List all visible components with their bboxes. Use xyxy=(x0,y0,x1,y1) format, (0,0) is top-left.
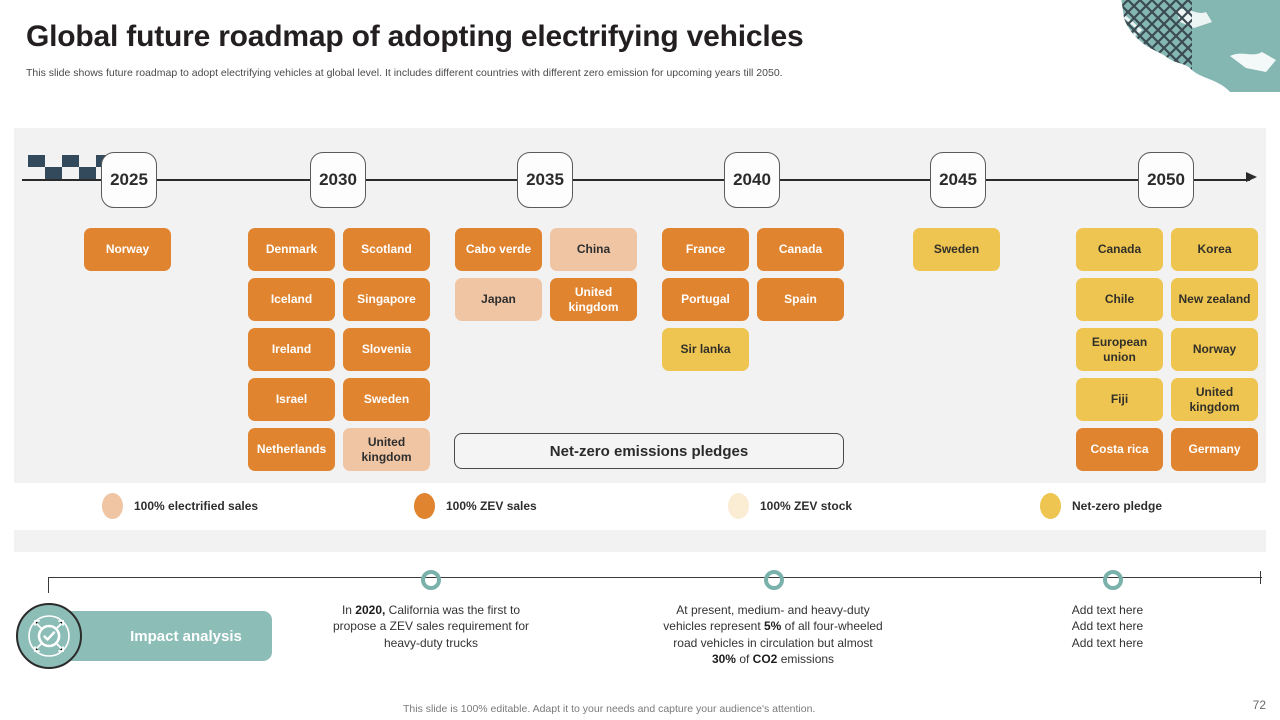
country-chip[interactable]: Denmark xyxy=(248,228,335,271)
panel-bottom-strip xyxy=(14,530,1266,552)
flag-cell xyxy=(45,167,62,179)
country-chip[interactable]: Slovenia xyxy=(343,328,430,371)
chip-column-2045: Sweden xyxy=(913,228,1000,278)
chip-row: Sweden xyxy=(913,228,1000,271)
legend-swatch xyxy=(414,493,435,519)
country-chip[interactable]: United kingdom xyxy=(550,278,637,321)
country-chip[interactable]: Israel xyxy=(248,378,335,421)
legend-swatch xyxy=(102,493,123,519)
impact-marker-circle xyxy=(1103,570,1123,590)
legend-item: 100% electrified sales xyxy=(102,493,258,519)
country-chip[interactable]: France xyxy=(662,228,749,271)
timeline-year-2050[interactable]: 2050 xyxy=(1138,152,1194,208)
timeline-year-2025[interactable]: 2025 xyxy=(101,152,157,208)
country-chip[interactable]: Netherlands xyxy=(248,428,335,471)
timeline-year-2045[interactable]: 2045 xyxy=(930,152,986,208)
country-chip[interactable]: Korea xyxy=(1171,228,1258,271)
country-chip[interactable]: Sir lanka xyxy=(662,328,749,371)
timeline-year-2030[interactable]: 2030 xyxy=(310,152,366,208)
country-chip[interactable]: Sweden xyxy=(343,378,430,421)
country-chip[interactable]: Norway xyxy=(84,228,171,271)
chip-row: Sir lanka xyxy=(662,328,844,371)
timeline-year-2035[interactable]: 2035 xyxy=(517,152,573,208)
legend-label: 100% electrified sales xyxy=(134,499,259,513)
legend-swatch xyxy=(728,493,749,519)
legend-label: 100% ZEV stock xyxy=(760,499,853,513)
country-chip[interactable]: Japan xyxy=(455,278,542,321)
country-chip[interactable]: Cabo verde xyxy=(455,228,542,271)
page-title: Global future roadmap of adopting electr… xyxy=(26,20,804,53)
impact-marker-circle xyxy=(764,570,784,590)
country-chip[interactable]: Fiji xyxy=(1076,378,1163,421)
country-chip[interactable]: United kingdom xyxy=(343,428,430,471)
chip-column-2025: Norway xyxy=(84,228,171,278)
country-chip[interactable]: China xyxy=(550,228,637,271)
legend-item: Net-zero pledge xyxy=(1040,493,1162,519)
flag-cell xyxy=(28,155,45,167)
impact-connector-left-tick xyxy=(48,577,50,593)
country-chip[interactable]: Canada xyxy=(1076,228,1163,271)
country-chip[interactable]: Sweden xyxy=(913,228,1000,271)
country-chip[interactable]: Ireland xyxy=(248,328,335,371)
legend: 100% electrified sales 100% ZEV sales 100%… xyxy=(14,493,1266,525)
page-subtitle: This slide shows future roadmap to adopt… xyxy=(26,66,783,79)
legend-item: 100% ZEV sales xyxy=(414,493,537,519)
country-chip[interactable]: Singapore xyxy=(343,278,430,321)
country-chip[interactable]: Spain xyxy=(757,278,844,321)
world-map-decoration xyxy=(1080,0,1280,92)
country-chip[interactable]: Portugal xyxy=(662,278,749,321)
legend-label: Net-zero pledge xyxy=(1072,499,1163,513)
impact-connector-right-tick xyxy=(1260,571,1262,584)
country-chip[interactable]: Norway xyxy=(1171,328,1258,371)
country-chip[interactable]: Scotland xyxy=(343,228,430,271)
country-chip[interactable]: United kingdom xyxy=(1171,378,1258,421)
impact-text: At present, medium- and heavy-duty vehic… xyxy=(663,603,883,666)
impact-marker-circle xyxy=(421,570,441,590)
impact-connector-line xyxy=(48,577,1262,579)
country-chip[interactable]: Chile xyxy=(1076,278,1163,321)
impact-analysis-icon xyxy=(16,603,82,669)
country-chip[interactable]: Iceland xyxy=(248,278,335,321)
net-zero-pledges-box: Net-zero emissions pledges xyxy=(454,433,844,469)
flag-cell xyxy=(79,167,96,179)
flag-cell xyxy=(62,155,79,167)
timeline-year-2040[interactable]: 2040 xyxy=(724,152,780,208)
page-number: 72 xyxy=(1252,698,1266,712)
country-chip[interactable]: New zealand xyxy=(1171,278,1258,321)
header: Global future roadmap of adopting electr… xyxy=(26,20,1066,80)
roadmap-panel xyxy=(14,128,1266,483)
country-chip[interactable]: Canada xyxy=(757,228,844,271)
legend-swatch xyxy=(1040,493,1061,519)
footer-note: This slide is 100% editable. Adapt it to… xyxy=(403,703,816,715)
timeline-axis xyxy=(22,179,1250,181)
country-chip[interactable]: European union xyxy=(1076,328,1163,371)
chip-row: Norway xyxy=(84,228,171,271)
country-chip[interactable]: Germany xyxy=(1171,428,1258,471)
legend-item: 100% ZEV stock xyxy=(728,493,852,519)
legend-label: 100% ZEV sales xyxy=(446,499,537,513)
impact-text: In 2020, California was the first to pro… xyxy=(332,603,530,650)
country-chip[interactable]: Costa rica xyxy=(1076,428,1163,471)
timeline-arrow-head xyxy=(1246,172,1257,182)
impact-analysis-pill: Impact analysis xyxy=(62,611,272,661)
